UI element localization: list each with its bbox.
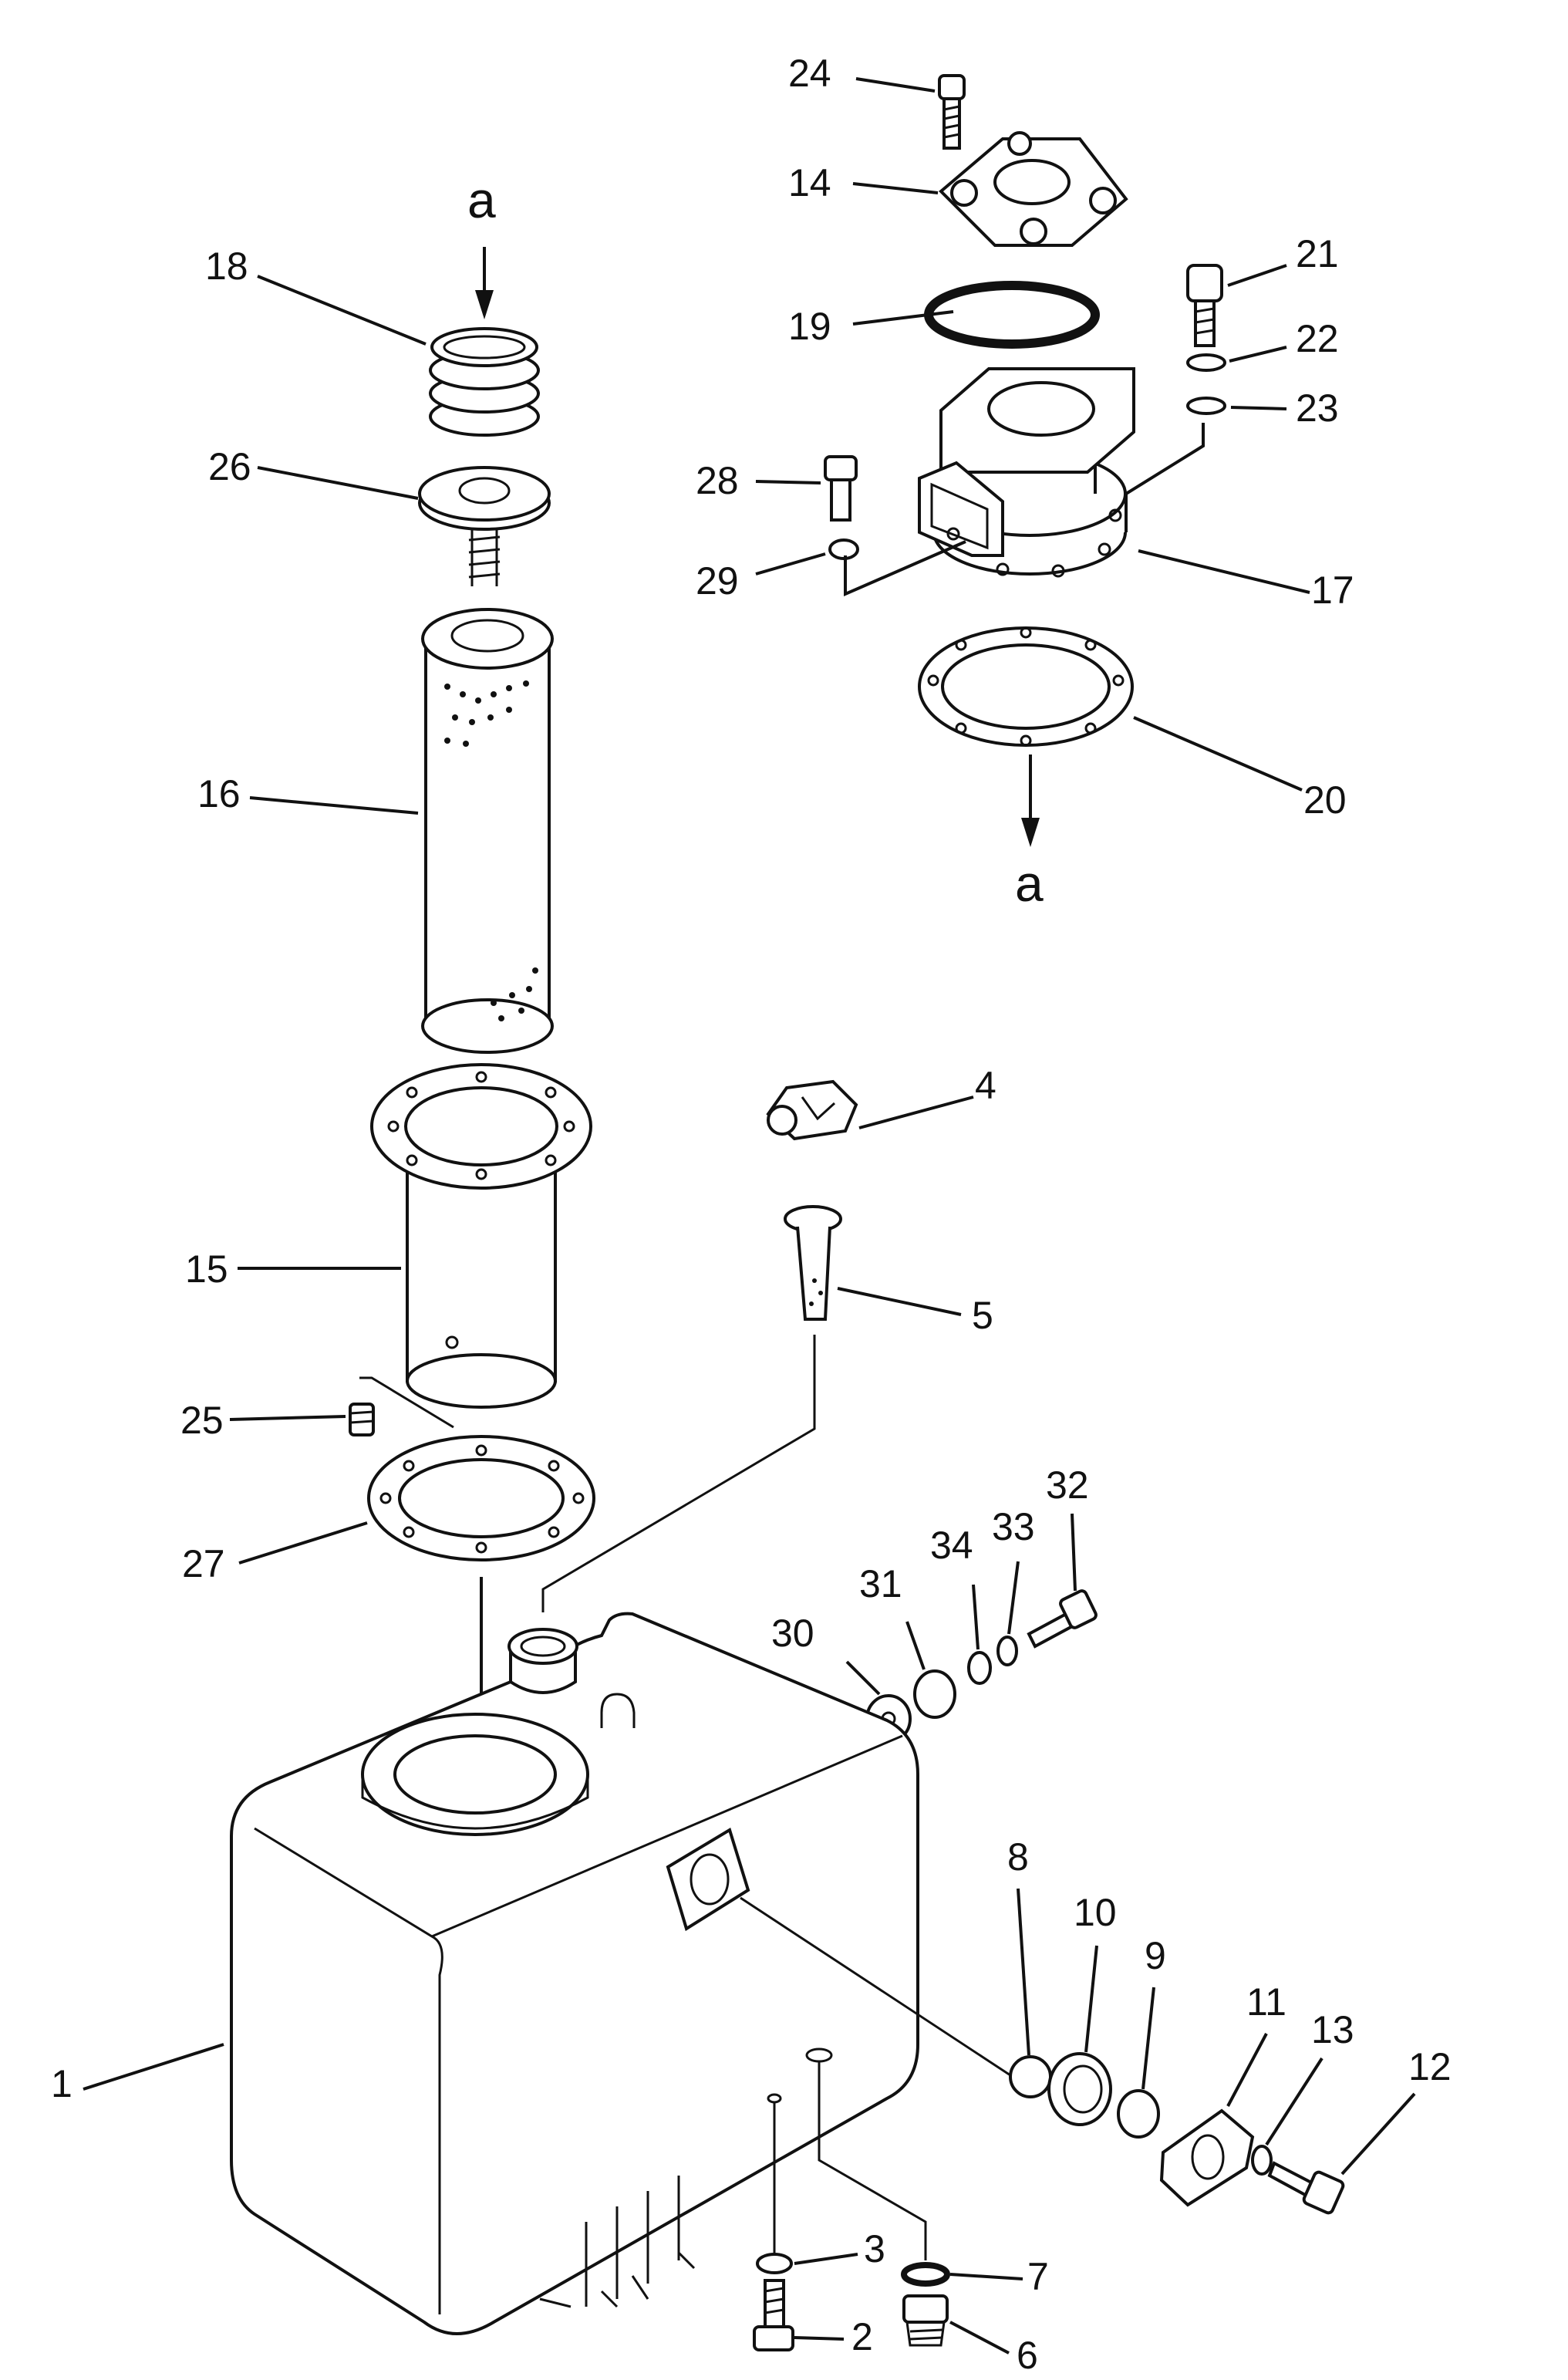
- part-17-housing: [918, 367, 1135, 578]
- label-part-17: 17: [1311, 569, 1354, 612]
- part-23-washer: [1186, 397, 1226, 415]
- part-5-strainer: [541, 1205, 842, 1612]
- label-part-7: 7: [1027, 2255, 1049, 2298]
- label-part-24: 24: [788, 52, 831, 95]
- label-part-16: 16: [197, 772, 241, 815]
- leader-lines: [83, 77, 1416, 2355]
- label-part-15: 15: [185, 1247, 228, 1291]
- label-part-19: 19: [788, 305, 831, 348]
- part-20-gasket: [918, 626, 1134, 747]
- part-22-washer: [1186, 353, 1226, 372]
- label-part-13: 13: [1311, 2008, 1354, 2051]
- label-part-1: 1: [51, 2062, 72, 2105]
- label-part-30: 30: [771, 1612, 814, 1655]
- label-part-5: 5: [972, 1294, 993, 1337]
- label-part-4: 4: [975, 1064, 996, 1107]
- label-part-23: 23: [1296, 387, 1339, 430]
- label-part-12: 12: [1408, 2045, 1452, 2088]
- label-part-27: 27: [182, 1542, 225, 1585]
- label-part-6: 6: [1017, 2334, 1038, 2377]
- part-27-gasket: [367, 1435, 595, 1561]
- part-31-bushing: [913, 1669, 956, 1719]
- part-labels: a a 24 14 19 21 22 23 28 29 17 20 18 26 …: [51, 52, 1452, 2377]
- part-33-lock-washer: [996, 1636, 1018, 1666]
- part-13-lock-washer: [1251, 2145, 1273, 2176]
- part-15-strainer: [370, 1063, 592, 1409]
- part-12-bolt: [1267, 2161, 1345, 2215]
- connection-arrow-top: [475, 247, 494, 319]
- label-part-33: 33: [992, 1505, 1035, 1548]
- part-6-plug: [902, 2294, 949, 2347]
- label-part-25: 25: [180, 1399, 224, 1442]
- part-8-o-ring: [1009, 2055, 1052, 2098]
- part-26-valve: [418, 466, 551, 586]
- label-part-22: 22: [1296, 317, 1339, 360]
- label-part-3: 3: [864, 2227, 885, 2270]
- label-part-31: 31: [859, 1562, 902, 1605]
- connection-arrow-bottom: [1021, 755, 1040, 847]
- part-32-bolt: [1027, 1589, 1098, 1649]
- part-10-seal: [1047, 2052, 1112, 2126]
- connection-marker-bottom: a: [1015, 855, 1044, 912]
- part-25-plug: [349, 1376, 454, 1436]
- label-part-29: 29: [696, 559, 739, 603]
- part-14-cover: [939, 131, 1128, 247]
- part-1-tank: [230, 1612, 927, 2335]
- part-9-o-ring: [1117, 2089, 1160, 2139]
- label-part-9: 9: [1145, 1934, 1166, 1977]
- part-24-bolt: [938, 74, 966, 150]
- part-3-washer: [756, 2253, 793, 2274]
- part-18-spring: [429, 327, 540, 437]
- part-2-plug: [753, 2279, 794, 2351]
- label-part-21: 21: [1296, 232, 1339, 275]
- connection-marker-top: a: [467, 171, 496, 228]
- label-part-8: 8: [1007, 1835, 1029, 1879]
- part-34-washer: [967, 1651, 992, 1685]
- label-part-2: 2: [851, 2315, 873, 2358]
- part-4-cap: [766, 1079, 858, 1141]
- label-part-26: 26: [208, 445, 251, 488]
- label-part-32: 32: [1046, 1463, 1089, 1507]
- label-part-20: 20: [1303, 778, 1347, 822]
- part-21-bolt: [1186, 264, 1223, 347]
- label-part-11: 11: [1246, 1980, 1286, 2024]
- part-19-o-ring: [924, 281, 1100, 349]
- label-part-28: 28: [696, 459, 739, 502]
- label-part-14: 14: [788, 161, 831, 204]
- label-part-10: 10: [1074, 1891, 1117, 1934]
- label-part-18: 18: [205, 245, 248, 288]
- part-7-o-ring: [901, 2262, 950, 2287]
- part-11-flange: [1159, 2108, 1255, 2207]
- part-28-bolt: [824, 455, 858, 522]
- label-part-34: 34: [930, 1524, 973, 1567]
- part-16-filter-element: [421, 608, 554, 1054]
